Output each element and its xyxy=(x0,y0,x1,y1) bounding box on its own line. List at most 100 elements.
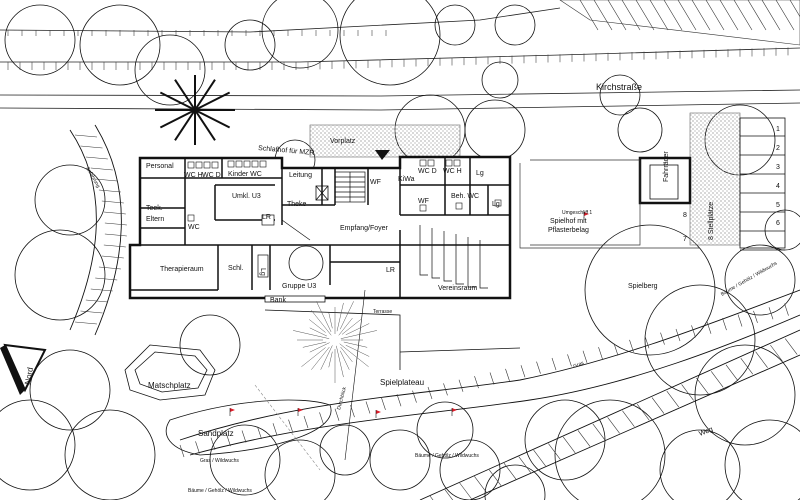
branch xyxy=(302,341,327,348)
branch xyxy=(174,79,196,111)
label-teek: Teek. xyxy=(146,205,163,212)
branch xyxy=(339,301,354,330)
fixture xyxy=(419,159,427,167)
road-tick xyxy=(474,476,487,493)
tree-canopy xyxy=(434,4,476,46)
label-lr2: LR xyxy=(386,267,395,274)
path-tick xyxy=(567,354,572,367)
path-tick xyxy=(536,361,541,374)
path-tick xyxy=(691,325,696,338)
path-tick xyxy=(381,397,386,410)
ramp-tick xyxy=(677,0,697,31)
driveway-tick xyxy=(90,288,113,292)
fixture xyxy=(243,160,251,168)
fixture xyxy=(211,161,219,169)
path-tick xyxy=(520,365,526,378)
driveway-tick xyxy=(103,211,126,215)
path-tick xyxy=(613,343,619,356)
lower-road xyxy=(419,329,800,500)
terrace xyxy=(264,309,521,370)
tree-canopy xyxy=(584,224,716,356)
tree-canopy xyxy=(464,99,526,161)
ramp-tick xyxy=(663,0,683,31)
driveway-ticks xyxy=(74,134,127,325)
path-tick xyxy=(644,336,650,349)
path-tick xyxy=(443,383,448,396)
label-therapieraum: Therapieraum xyxy=(160,266,204,273)
building xyxy=(128,150,512,303)
tree-canopy xyxy=(64,409,156,500)
ramp-tick xyxy=(579,0,599,31)
fixture xyxy=(227,160,235,168)
ramp-tick xyxy=(607,0,627,31)
label-umkl-u3: Umkl. U3 xyxy=(232,193,261,200)
path-tick xyxy=(489,372,495,385)
path-tick xyxy=(660,332,665,345)
park-num-2: 2 xyxy=(776,145,780,152)
label-nord: Nord xyxy=(23,367,35,386)
branch xyxy=(293,330,330,339)
label-pflasterbelag: Pflasterbelag xyxy=(548,227,589,234)
path-tick xyxy=(319,412,324,425)
label-kinder-wc: Kinder WC xyxy=(228,171,262,178)
path-tick xyxy=(458,379,464,392)
branch xyxy=(340,330,377,339)
path-tick xyxy=(768,307,774,320)
tree-canopy xyxy=(209,424,281,496)
driveway-tick xyxy=(98,266,121,270)
label-anfahrung: Anfahrung xyxy=(84,166,101,189)
tree-canopy xyxy=(599,74,641,116)
tree-canopy xyxy=(764,209,800,251)
branch xyxy=(341,319,361,335)
spielhof-area xyxy=(519,159,700,249)
branch xyxy=(339,350,350,370)
branch xyxy=(194,79,216,111)
label-theke: Theke xyxy=(287,201,307,208)
tree-canopy xyxy=(369,429,431,491)
branch xyxy=(194,109,216,141)
tree-canopy xyxy=(79,4,161,86)
central-tree xyxy=(293,301,377,383)
tree-canopy xyxy=(439,439,501,500)
tree-canopy xyxy=(494,4,536,46)
ramp-tick xyxy=(775,0,795,31)
road-tick xyxy=(755,351,768,368)
flag-marker xyxy=(298,408,303,412)
branch xyxy=(309,327,327,337)
branch xyxy=(340,346,353,363)
label-stellplaetze: 8 Stellplätze xyxy=(708,202,715,240)
road-tick xyxy=(710,371,724,388)
branch xyxy=(194,109,231,129)
wc-fixtures xyxy=(187,159,502,222)
label-schlafhof: Schlafhof für MZR xyxy=(258,145,315,157)
street-kirchstrasse xyxy=(0,7,800,111)
ramp-tick xyxy=(705,0,725,31)
label-fahrraeder: Fahrräder xyxy=(663,151,670,182)
ramp-tick xyxy=(719,0,739,31)
path-tick xyxy=(257,426,262,439)
branch xyxy=(159,109,196,129)
path-tick xyxy=(226,434,231,447)
driveway-tick xyxy=(101,255,124,259)
park-num-5: 5 xyxy=(776,202,780,209)
path-tick xyxy=(753,310,758,323)
label-terrasse: Terrasse xyxy=(373,309,392,315)
path-tick xyxy=(334,408,340,421)
road-tick xyxy=(548,443,561,460)
path-tick xyxy=(427,386,433,400)
ramp-tick xyxy=(761,0,781,31)
parking-numbers: 1 2 3 4 5 6 7 8 xyxy=(683,126,780,243)
tree-canopy xyxy=(29,349,111,431)
path-tick xyxy=(396,394,402,407)
label-weg: Weg xyxy=(698,426,714,438)
branch xyxy=(301,347,326,368)
label-leitung: Leitung xyxy=(289,172,312,179)
path-tick xyxy=(629,339,634,352)
driveway-tick xyxy=(95,178,118,182)
label-lg1: Lg xyxy=(476,170,484,177)
road-tick xyxy=(725,364,739,381)
play-line xyxy=(254,384,321,471)
durchblick-line xyxy=(344,289,366,461)
branch xyxy=(174,109,196,141)
